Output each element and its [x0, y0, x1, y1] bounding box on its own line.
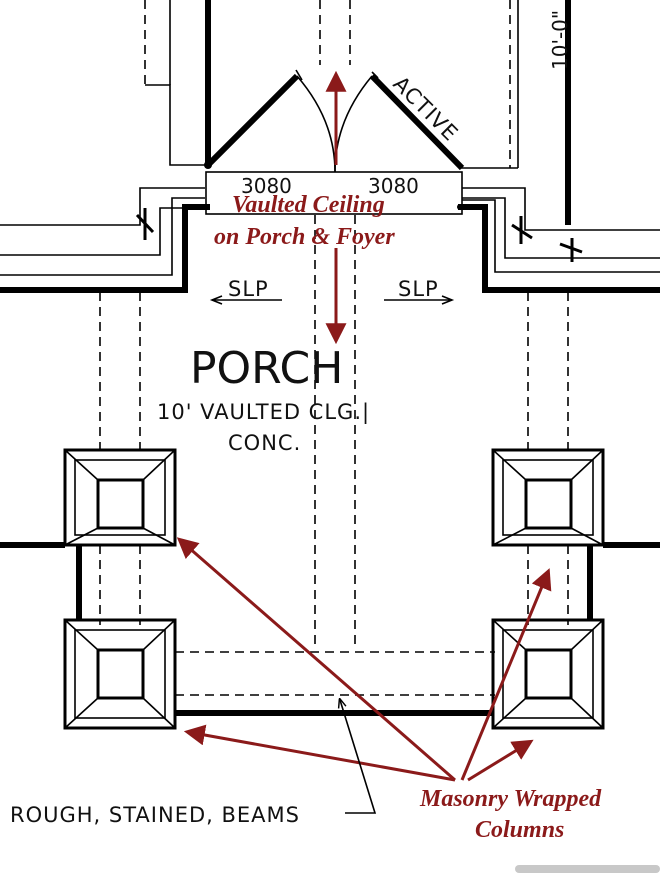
- masonry-note-line1: Masonry Wrapped: [419, 786, 602, 812]
- floor-spec: CONC.: [228, 431, 301, 455]
- ceiling-spec: 10' VAULTED CLG.|: [157, 400, 370, 425]
- masonry-columns: [63, 448, 605, 730]
- vaulted-ceiling-note-line2: on Porch & Foyer: [214, 224, 395, 250]
- dimension-label: 10'-0": [548, 10, 572, 70]
- beams-label: ROUGH, STAINED, BEAMS: [10, 803, 300, 827]
- masonry-note-line2: Columns: [475, 817, 564, 843]
- slope-indicators: [209, 295, 455, 305]
- room-name: PORCH: [190, 343, 343, 394]
- slope-right-label: SLP: [398, 277, 439, 301]
- column-bottom-left: [63, 618, 177, 730]
- column-bottom-right: [491, 618, 605, 730]
- masonry-column-arrows: [176, 537, 552, 782]
- vaulted-ceiling-note-line1: Vaulted Ceiling: [232, 192, 385, 218]
- knee-walls: [0, 542, 660, 716]
- horizontal-scrollbar[interactable]: [515, 865, 660, 873]
- ridge-beam-lines: [99, 0, 569, 696]
- beams-leader-line: [340, 700, 377, 814]
- column-top-left: [63, 448, 177, 547]
- entry-double-door: [204, 69, 465, 215]
- right-door-size: 3080: [368, 174, 419, 198]
- slope-left-label: SLP: [228, 277, 269, 301]
- column-top-right: [491, 448, 605, 547]
- house-walls: [0, 0, 660, 293]
- left-door-size: 3080: [241, 174, 292, 198]
